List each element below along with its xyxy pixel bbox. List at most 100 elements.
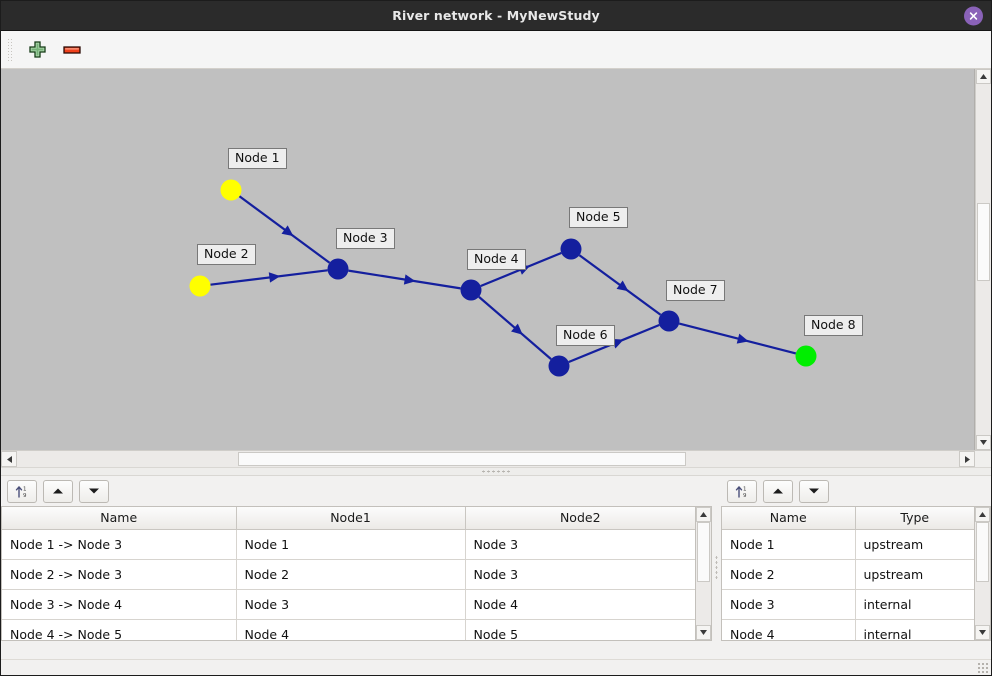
reaches-move-down-button[interactable] [79, 479, 109, 503]
scroll-right-button[interactable] [959, 451, 975, 467]
graph-node-label-node-8[interactable]: Node 8 [804, 315, 863, 337]
reaches-cell[interactable]: Node 1 [236, 529, 466, 560]
nodes-column-header[interactable]: Name [722, 507, 856, 530]
graph-edge-arrow [281, 225, 294, 237]
graph-node-node-3[interactable] [327, 258, 349, 280]
reaches-cell[interactable]: Node 3 [465, 559, 695, 590]
graph-edge[interactable] [348, 269, 461, 290]
graph-node-node-7[interactable] [658, 310, 680, 332]
reaches-vscroll-track[interactable] [696, 522, 711, 625]
reaches-column-header[interactable]: Node1 [236, 507, 466, 530]
nodes-cell[interactable]: Node 3 [722, 589, 856, 620]
nodes-cell[interactable]: Node 2 [722, 559, 856, 590]
graph-node-node-1[interactable] [220, 179, 242, 201]
graph-node-node-6[interactable] [548, 355, 570, 377]
graph-node-label-node-4[interactable]: Node 4 [467, 249, 526, 271]
graph-node-label-node-3[interactable]: Node 3 [336, 228, 395, 250]
reaches-cell[interactable]: Node 2 -> Node 3 [2, 559, 237, 590]
reaches-cell[interactable]: Node 3 -> Node 4 [2, 589, 237, 620]
reaches-scroll-up-button[interactable] [696, 507, 711, 522]
reaches-sort-button[interactable]: 1 9 [7, 479, 37, 503]
nodes-cell[interactable]: internal [855, 589, 974, 620]
graph-edge[interactable] [210, 269, 328, 286]
reaches-cell[interactable]: Node 3 [465, 529, 695, 560]
triangle-up-icon [979, 512, 986, 517]
nodes-cell[interactable]: Node 4 [722, 619, 856, 640]
graph-node-node-8[interactable] [795, 345, 817, 367]
toolbar-grip[interactable] [7, 37, 13, 62]
reaches-move-up-button[interactable] [43, 479, 73, 503]
canvas-vscroll-thumb[interactable] [977, 203, 990, 281]
reaches-column-header[interactable]: Node2 [465, 507, 695, 530]
close-icon [969, 11, 978, 20]
reaches-cell[interactable]: Node 5 [465, 619, 695, 640]
scroll-left-button[interactable] [1, 451, 17, 467]
reaches-cell[interactable]: Node 4 [465, 589, 695, 620]
graph-node-label-node-2[interactable]: Node 2 [197, 244, 256, 266]
nodes-cell[interactable]: internal [855, 619, 974, 640]
remove-node-button[interactable] [59, 37, 85, 63]
nodes-vertical-scrollbar[interactable] [975, 506, 991, 641]
splitter-grip [481, 470, 511, 473]
reaches-cell[interactable]: Node 4 [236, 619, 466, 640]
canvas-hscroll-thumb[interactable] [238, 452, 686, 466]
close-button[interactable] [964, 6, 983, 25]
window-resize-grip[interactable] [977, 662, 989, 674]
reaches-vscroll-thumb[interactable] [697, 522, 710, 582]
reaches-vertical-scrollbar[interactable] [696, 506, 712, 641]
graph-node-node-5[interactable] [560, 238, 582, 260]
canvas-horizontal-scrollbar[interactable] [1, 450, 991, 467]
reaches-column-header[interactable]: Name [2, 507, 237, 530]
graph-node-label-node-6[interactable]: Node 6 [556, 325, 615, 347]
nodes-move-down-button[interactable] [799, 479, 829, 503]
vertical-splitter[interactable] [712, 476, 721, 659]
nodes-column-header[interactable]: Type [855, 507, 974, 530]
scroll-down-button[interactable] [976, 435, 991, 450]
graph-node-label-node-1[interactable]: Node 1 [228, 148, 287, 170]
reaches-cell[interactable]: Node 4 -> Node 5 [2, 619, 237, 640]
nodes-move-up-button[interactable] [763, 479, 793, 503]
graph-edge[interactable] [238, 195, 331, 264]
svg-text:9: 9 [743, 493, 747, 499]
nodes-cell[interactable]: upstream [855, 529, 974, 560]
nodes-scroll-down-button[interactable] [975, 625, 990, 640]
canvas-hscroll-track[interactable] [17, 451, 959, 467]
nodes-cell[interactable]: upstream [855, 559, 974, 590]
canvas-vscroll-track[interactable] [976, 84, 991, 435]
horizontal-splitter[interactable] [1, 467, 991, 476]
nodes-scroll-up-button[interactable] [975, 507, 990, 522]
scroll-up-button[interactable] [976, 69, 991, 84]
nodes-pane: 1 9 [721, 476, 991, 659]
graph-edge[interactable] [678, 322, 797, 355]
reaches-cell[interactable]: Node 2 [236, 559, 466, 590]
nodes-vscroll-track[interactable] [975, 522, 990, 625]
reaches-scroll-down-button[interactable] [696, 625, 711, 640]
graph-edge-arrow [616, 280, 629, 292]
graph-node-label-node-7[interactable]: Node 7 [666, 280, 725, 302]
canvas-vertical-scrollbar[interactable] [975, 69, 991, 450]
svg-text:1: 1 [743, 486, 747, 492]
add-node-button[interactable] [24, 37, 50, 63]
graph-node-node-4[interactable] [460, 279, 482, 301]
river-network-graph[interactable]: Node 1 Node 2 Node 3 Node 4 Node 5 Node 6 Node… [1, 69, 975, 450]
graph-node-label-node-5[interactable]: Node 5 [569, 207, 628, 229]
nodes-cell[interactable]: Node 1 [722, 529, 856, 560]
reaches-cell[interactable]: Node 1 -> Node 3 [2, 529, 237, 560]
reaches-cell[interactable]: Node 3 [236, 589, 466, 620]
graph-node-node-2[interactable] [189, 275, 211, 297]
add-plus-icon [28, 41, 46, 58]
nodes-sort-button[interactable]: 1 9 [727, 479, 757, 503]
nodes-vscroll-thumb[interactable] [976, 522, 989, 582]
triangle-up-icon [980, 74, 987, 79]
